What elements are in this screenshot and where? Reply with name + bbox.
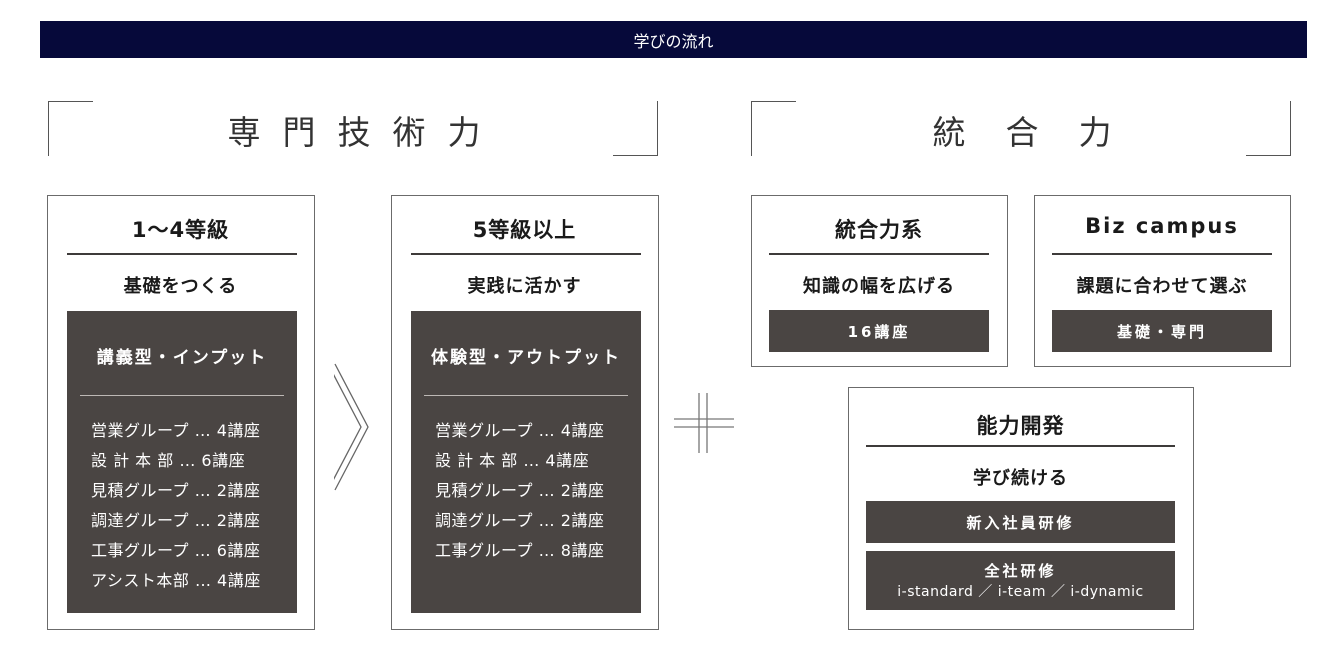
divider	[866, 445, 1175, 447]
list-item: 営業グループ … 4講座	[91, 421, 261, 440]
course-count-pill: 16講座	[769, 310, 989, 352]
bracket-right-icon	[613, 101, 658, 156]
new-employee-training-pill: 新入社員研修	[866, 501, 1175, 543]
divider	[769, 253, 989, 255]
pill-label: 16講座	[847, 322, 911, 341]
divider	[1052, 253, 1272, 255]
bracket-right-icon	[1246, 101, 1291, 156]
course-panel: 体験型・アウトプット 営業グループ … 4講座 設 計 本 部 … 4講座 見積…	[411, 311, 641, 613]
header-title: 学びの流れ	[633, 31, 714, 51]
box-subtitle: 課題に合わせて選ぶ	[1076, 276, 1248, 297]
panel-heading: 講義型・インプット	[96, 348, 268, 368]
section-title-specialist: 専門技術力	[227, 113, 503, 152]
integration-box: 統合力系 知識の幅を広げる 16講座	[751, 195, 1008, 367]
panel-divider	[80, 395, 284, 396]
list-item: 調達グループ … 2講座	[91, 511, 261, 530]
pill-label: 全社研修	[984, 562, 1057, 580]
grade-1-4-box: 1～4等級 基礎をつくる 講義型・インプット 営業グループ … 4講座 設 計 …	[47, 195, 315, 630]
course-list: 営業グループ … 4講座 設 計 本 部 … 6講座 見積グループ … 2講座 …	[91, 416, 261, 596]
pill-label: 基礎・専門	[1116, 322, 1207, 341]
box-title: 統合力系	[835, 218, 923, 242]
company-wide-training-pill: 全社研修 i-standard ／ i-team ／ i-dynamic	[866, 551, 1175, 610]
biz-campus-box: Biz campus 課題に合わせて選ぶ 基礎・専門	[1034, 195, 1291, 367]
list-item: 営業グループ … 4講座	[435, 421, 605, 440]
box-subtitle: 基礎をつくる	[123, 276, 238, 297]
divider	[67, 253, 297, 255]
pill-label: 新入社員研修	[966, 513, 1075, 532]
grade-5-box: 5等級以上 実践に活かす 体験型・アウトプット 営業グループ … 4講座 設 計…	[391, 195, 659, 630]
list-item: 工事グループ … 8講座	[435, 541, 605, 560]
box-title: 5等級以上	[472, 218, 577, 242]
header-bar: 学びの流れ	[40, 21, 1307, 58]
divider	[411, 253, 641, 255]
section-title-integration: 統合力	[932, 113, 1152, 152]
ability-development-box: 能力開発 学び続ける 新入社員研修 全社研修 i-standard ／ i-te…	[848, 387, 1194, 630]
double-plus-icon	[674, 393, 734, 453]
bracket-left-icon	[751, 101, 796, 156]
list-item: 設 計 本 部 … 4講座	[435, 451, 590, 470]
box-title: Biz campus	[1085, 214, 1239, 238]
list-item: アシスト本部 … 4講座	[91, 571, 261, 590]
list-item: 見積グループ … 2講座	[91, 481, 261, 500]
course-type-pill: 基礎・専門	[1052, 310, 1272, 352]
panel-heading: 体験型・アウトプット	[431, 348, 621, 368]
box-subtitle: 学び続ける	[973, 468, 1068, 489]
box-subtitle: 実践に活かす	[467, 276, 582, 297]
box-title: 能力開発	[976, 414, 1065, 438]
panel-divider	[424, 395, 628, 396]
bracket-left-icon	[48, 101, 93, 156]
list-item: 調達グループ … 2講座	[435, 511, 605, 530]
course-list: 営業グループ … 4講座 設 計 本 部 … 4講座 見積グループ … 2講座 …	[435, 416, 604, 566]
box-subtitle: 知識の幅を広げる	[803, 276, 955, 297]
pill-sublabel: i-standard ／ i-team ／ i-dynamic	[897, 584, 1144, 600]
list-item: 工事グループ … 6講座	[91, 541, 261, 560]
list-item: 設 計 本 部 … 6講座	[91, 451, 246, 470]
double-chevron-right-icon	[334, 363, 369, 491]
box-title: 1～4等級	[131, 218, 230, 242]
list-item: 見積グループ … 2講座	[435, 481, 605, 500]
course-panel: 講義型・インプット 営業グループ … 4講座 設 計 本 部 … 6講座 見積グ…	[67, 311, 297, 613]
